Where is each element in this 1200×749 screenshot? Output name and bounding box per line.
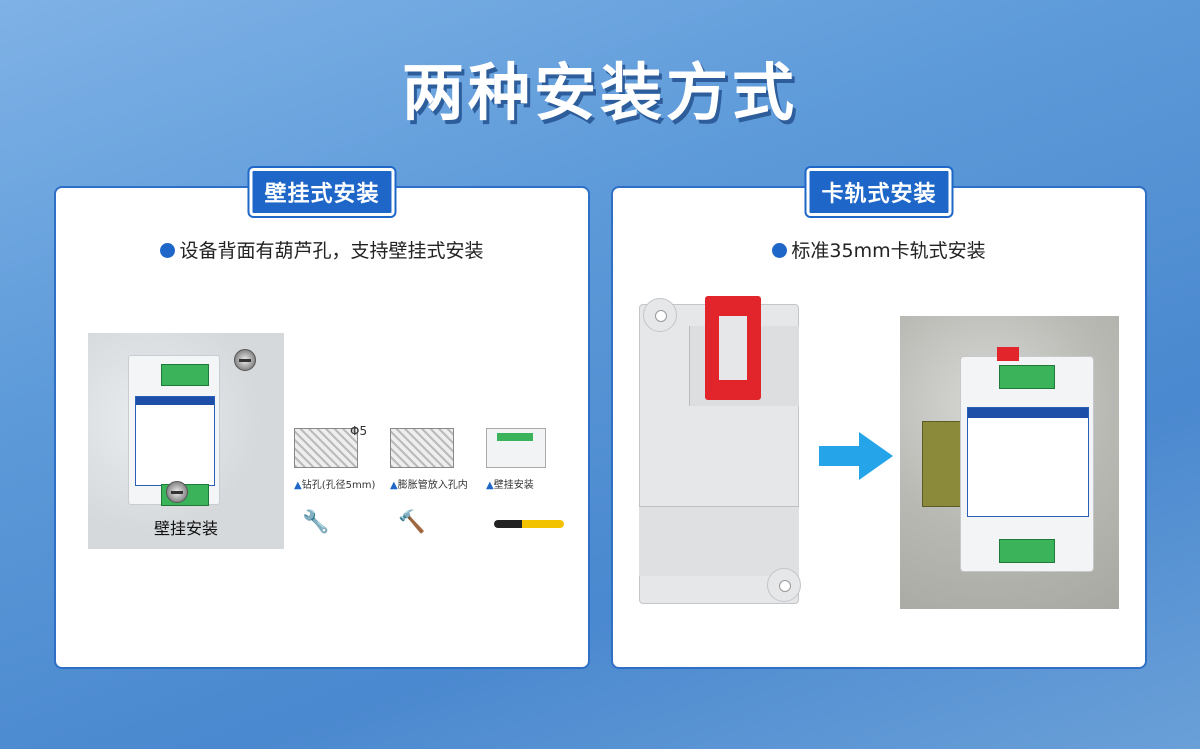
wall-mount-photo: 壁挂安装 [88,333,284,549]
arrow-right-icon [819,432,893,480]
step-label: 钻孔(孔径5mm) [301,480,376,491]
step-anchor: ▲膨胀管放入孔内 🔨 [390,428,470,535]
top-terminal-block [161,364,209,386]
bottom-terminal-block [999,539,1055,563]
page-title: 两种安装方式 [401,56,798,129]
hole-diameter-label: Φ5 [350,424,368,438]
din-rail-tag: 卡轨式安装 [806,168,952,216]
drill-hole-diagram [294,428,358,468]
din-rail-panel: 卡轨式安装 标准35mm卡轨式安装 [611,168,1147,669]
din-rail [922,421,962,507]
wall-mount-panel: 壁挂式安装 设备背面有葫芦孔，支持壁挂式安装 壁挂安装 Φ5 ▲钻孔(孔径5mm… [54,168,590,669]
screw-icon [234,349,256,371]
screw-icon [166,481,188,503]
mounting-ear-icon [643,298,677,332]
wall-mount-tag: 壁挂式安装 [249,168,395,216]
step-mount: ▲壁挂安装 [486,428,566,528]
mounted-module-diagram [486,428,546,468]
triangle-marker-icon: ▲ [486,480,494,491]
module-label-face [135,396,215,486]
module-label-face [967,407,1089,517]
screwdriver-icon [494,520,564,528]
din-rail-clip [705,296,761,400]
installation-steps: Φ5 ▲钻孔(孔径5mm) 🔧 ▲膨胀管放入孔内 🔨 ▲壁挂安装 [294,424,574,548]
din-rail-description: 标准35mm卡轨式安装 [613,236,1145,263]
installed-module [960,347,1094,572]
din-rail-installed-photo [900,316,1119,609]
wall-mount-description: 设备背面有葫芦孔，支持壁挂式安装 [56,236,588,263]
mounting-ear-icon [767,568,801,602]
module-lower-block [639,506,799,576]
triangle-marker-icon: ▲ [294,480,302,491]
din-rail-module-back [639,296,801,614]
anchor-diagram [390,428,454,468]
drill-icon: 🔧 [302,510,330,535]
hammer-icon: 🔨 [398,510,426,535]
rail-clip-tab [997,347,1019,361]
triangle-marker-icon: ▲ [390,480,398,491]
wall-mount-bullet-text: 设备背面有葫芦孔，支持壁挂式安装 [179,240,484,262]
bullet-dot-icon [772,243,788,258]
step-label: 壁挂安装 [493,480,534,491]
step-label: 膨胀管放入孔内 [397,480,468,491]
din-rail-bullet-text: 标准35mm卡轨式安装 [791,240,986,262]
wall-mount-caption: 壁挂安装 [153,519,218,538]
bullet-dot-icon [160,243,176,258]
top-terminal-block [999,365,1055,389]
step-drill: Φ5 ▲钻孔(孔径5mm) 🔧 [294,424,376,535]
